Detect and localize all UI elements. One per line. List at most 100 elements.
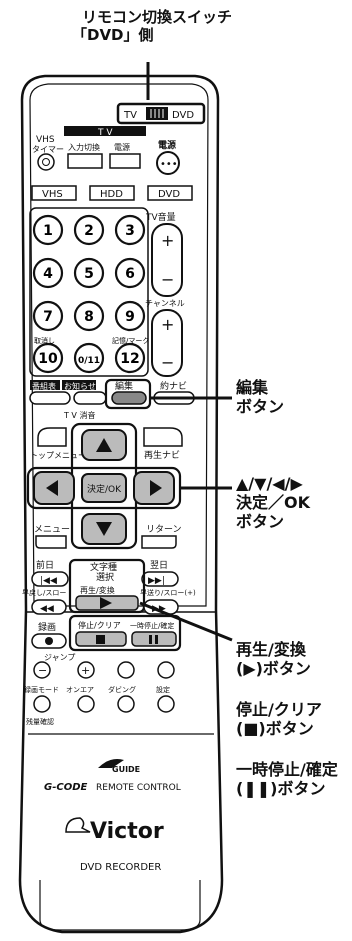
remaining-label: 残量確認 xyxy=(26,717,54,726)
play-convert-label: 再生/変換 xyxy=(80,585,115,595)
edit-callout-line1: 編集 xyxy=(236,378,269,397)
top-menu-label: トップメニュー xyxy=(30,451,86,460)
stop-clear-label: 停止/クリア xyxy=(78,620,121,630)
dubbing-button[interactable] xyxy=(117,695,135,713)
svg-text:•••: ••• xyxy=(160,159,178,170)
input-switch-label: 入力切換 xyxy=(68,142,100,152)
pause-callout-line2: (❚❚)ボタン xyxy=(236,779,326,799)
settings-button[interactable] xyxy=(157,695,175,713)
number-key-11-label: 0/11 xyxy=(78,356,100,366)
stop-callout-line2: (■)ボタン xyxy=(236,719,314,739)
program-guide-button[interactable] xyxy=(29,391,71,405)
play-callout: 再生/変換 (▶)ボタン xyxy=(236,640,311,678)
jump-plus-button[interactable] xyxy=(77,661,95,679)
rec-mode-button[interactable] xyxy=(33,695,51,713)
blank-button-1[interactable] xyxy=(117,661,135,679)
svg-text:|◀◀: |◀◀ xyxy=(40,576,57,586)
number-key-6-label: 6 xyxy=(125,266,135,282)
pause-callout-line1: 一時停止/確定 xyxy=(236,760,338,779)
top-menu-button[interactable] xyxy=(37,427,67,447)
ff-slow-label: 早送り/スロー(+) xyxy=(140,588,196,597)
victor-dog-logo xyxy=(65,817,91,833)
number-key-11-button[interactable] xyxy=(73,342,105,374)
mark-label: 記憶/マーク xyxy=(112,336,149,345)
rewind-button[interactable] xyxy=(31,599,67,615)
svg-text:▶▶|: ▶▶| xyxy=(148,576,165,586)
play-navi-label: 再生ナビ xyxy=(144,449,180,461)
menu-label: メニュー xyxy=(34,525,70,535)
channel-rocker[interactable] xyxy=(151,309,183,377)
number-key-8-button[interactable] xyxy=(73,300,105,332)
menu-button[interactable] xyxy=(35,535,67,549)
next-day-button[interactable] xyxy=(141,571,179,587)
tv-volume-label: TV音量 xyxy=(145,211,176,223)
direction-callout-line2: 決定／OK xyxy=(236,493,311,513)
number-key-12-button[interactable] xyxy=(114,342,146,374)
switch-callout-line1: リモコン切換スイッチ xyxy=(82,8,233,26)
model-text: DVD RECORDER xyxy=(80,862,161,873)
tv-power-button[interactable] xyxy=(109,153,141,169)
stop-callout-line1: 停止/クリア xyxy=(236,700,322,719)
number-key-2-button[interactable] xyxy=(73,214,105,246)
fast-forward-button[interactable] xyxy=(143,599,179,615)
return-label: リターン xyxy=(146,524,182,535)
gcode-text: G-CODE xyxy=(44,782,87,793)
edit-callout: 編集 ボタン xyxy=(236,378,284,416)
mode-vhs-button[interactable] xyxy=(31,185,77,201)
mode-hdd-button[interactable] xyxy=(89,185,135,201)
number-key-6-button[interactable] xyxy=(114,257,146,289)
rewind-slow-label: 早戻し/スロー xyxy=(22,588,66,597)
victor-brand: Victor xyxy=(90,819,164,844)
prev-day-button[interactable] xyxy=(31,571,69,587)
svg-text:▶▶: ▶▶ xyxy=(152,604,166,614)
number-key-3-button[interactable] xyxy=(114,214,146,246)
cancel-label: 取消し xyxy=(34,336,55,345)
pause-callout: 一時停止/確定 (❚❚)ボタン xyxy=(236,760,338,798)
number-key-10-button[interactable] xyxy=(32,342,64,374)
play-callout-line1: 再生/変換 xyxy=(236,640,306,659)
number-key-4-button[interactable] xyxy=(32,257,64,289)
subtitle-label-2: 選択 xyxy=(96,571,114,583)
ok-label: 決定/OK xyxy=(87,483,122,495)
number-key-5-button[interactable] xyxy=(73,257,105,289)
pause-confirm-label: 一時停止/確定 xyxy=(130,621,174,630)
remote-control-text: REMOTE CONTROL xyxy=(96,783,181,793)
program-guide-label: 番組表 xyxy=(32,381,56,391)
number-key-9-button[interactable] xyxy=(114,300,146,332)
return-button[interactable] xyxy=(141,535,177,549)
channel-down-label: − xyxy=(161,353,174,372)
on-air-button[interactable] xyxy=(77,695,95,713)
ok-button[interactable] xyxy=(81,473,127,503)
edit-button[interactable] xyxy=(111,391,147,405)
number-key-7-button[interactable] xyxy=(32,300,64,332)
play-navi-button[interactable] xyxy=(143,427,183,447)
number-key-4-label: 4 xyxy=(43,266,53,282)
number-key-1-button[interactable] xyxy=(32,214,64,246)
jump-minus-button[interactable] xyxy=(33,661,51,679)
svg-text:◀◀: ◀◀ xyxy=(40,604,54,614)
number-key-1-label: 1 xyxy=(43,223,53,239)
gguide-text: GUIDE xyxy=(112,765,140,774)
power-button[interactable] xyxy=(156,151,180,175)
input-switch-button[interactable] xyxy=(67,153,103,169)
mode-dvd-button[interactable] xyxy=(147,185,193,201)
gguide-logo xyxy=(98,759,124,768)
volume-up-label: + xyxy=(161,231,174,250)
switch-callout-line2: 「DVD」側 xyxy=(72,26,154,44)
record-label: 録画 xyxy=(38,621,56,633)
rec-mode-label: 録画モード xyxy=(24,685,59,694)
notice-button[interactable] xyxy=(73,391,107,405)
dubbing-label: ダビング xyxy=(108,685,136,694)
pause-button[interactable] xyxy=(131,631,177,647)
jump-label: ジャンプ xyxy=(44,653,75,662)
vhs-timer-button[interactable] xyxy=(37,153,55,171)
subtitle-label-1: 文字種 xyxy=(90,561,117,573)
svg-text:+: + xyxy=(81,664,90,677)
direction-callout: ▲/▼/◀/▶ 決定／OK ボタン xyxy=(236,474,310,532)
tv-power-label: 電源 xyxy=(114,143,130,152)
blank-button-2[interactable] xyxy=(157,661,175,679)
number-key-12-label: 12 xyxy=(120,351,139,367)
tv-volume-rocker[interactable] xyxy=(151,223,183,297)
number-key-8-label: 8 xyxy=(84,309,94,325)
